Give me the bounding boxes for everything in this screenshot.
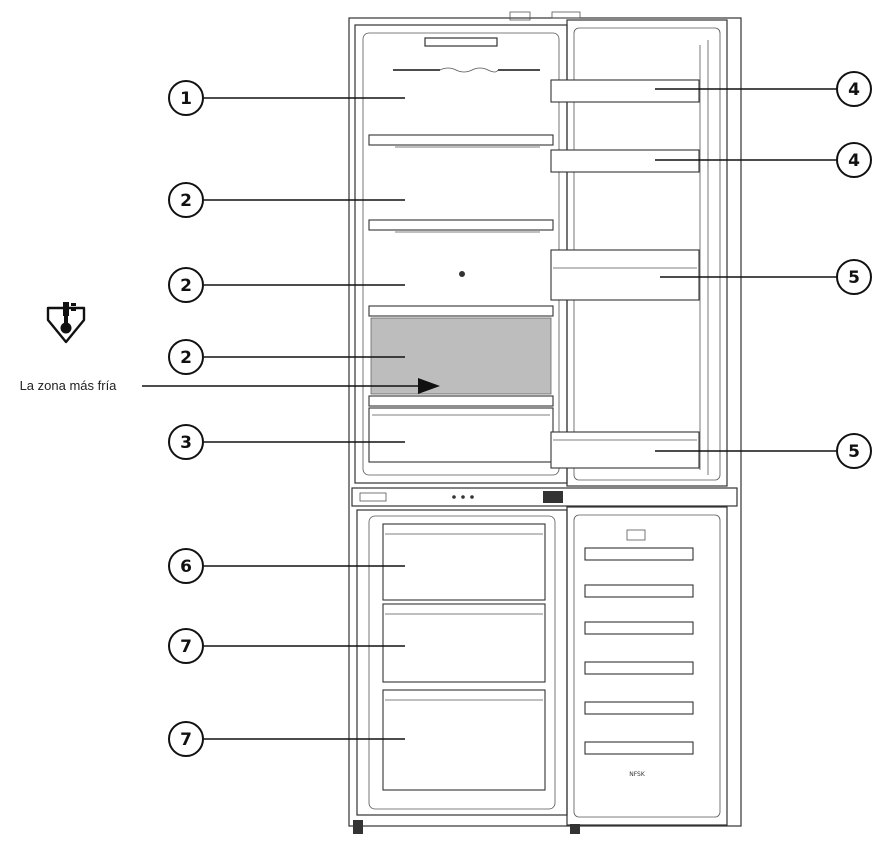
panel-dot xyxy=(470,495,474,499)
air-vent-icon xyxy=(459,271,465,277)
foot-right xyxy=(570,824,580,834)
panel-dot xyxy=(452,495,456,499)
callout-2b-label: 2 xyxy=(180,276,192,296)
freezer-door-rail xyxy=(584,661,694,675)
callout-5a: 5 xyxy=(660,259,872,295)
callout-5b-label: 5 xyxy=(848,442,860,462)
door-bin-5b xyxy=(550,431,700,469)
freezer-door: NFSK xyxy=(566,506,728,826)
light-housing xyxy=(424,37,498,47)
coldest-zone-indicator: La zona más fría xyxy=(20,302,440,394)
coldest-zone-area xyxy=(370,317,552,395)
callout-5b: 5 xyxy=(655,433,872,469)
freezer-drawer-3 xyxy=(382,689,546,791)
callout-7a: 7 xyxy=(168,628,405,664)
callout-2a-label: 2 xyxy=(180,191,192,211)
fridge-shelves xyxy=(368,67,554,463)
fridge-door xyxy=(550,19,728,487)
panel-dot xyxy=(461,495,465,499)
panel-display xyxy=(359,492,387,502)
fridge-shelf-4 xyxy=(368,395,554,407)
freezer-door-rail xyxy=(584,547,694,561)
door-bin-4a xyxy=(550,79,700,103)
shelf-vent-wave xyxy=(439,67,499,73)
callout-1: 1 xyxy=(168,80,405,116)
panel-hinge xyxy=(543,491,563,503)
fridge-shelf-3 xyxy=(368,305,554,317)
freezer-inner-liner xyxy=(368,515,556,810)
door-bin-5a xyxy=(550,249,700,301)
freezer-door-brand: NFSK xyxy=(629,771,646,778)
callout-7a-label: 7 xyxy=(180,637,192,657)
callout-2b: 2 xyxy=(168,267,405,303)
callout-4b-label: 4 xyxy=(848,151,860,171)
top-hinge xyxy=(509,11,531,21)
top-hinge-right xyxy=(551,11,581,19)
freezer-drawer-2 xyxy=(382,603,546,683)
fridge-shelf-1 xyxy=(368,134,554,146)
freezer-drawer-1 xyxy=(382,523,546,601)
callout-5a-label: 5 xyxy=(848,268,860,288)
coldest-zone-arrowhead xyxy=(418,378,440,394)
callout-4a-label: 4 xyxy=(848,80,860,100)
callout-3-label: 3 xyxy=(180,433,192,453)
callout-7b: 7 xyxy=(168,721,405,757)
crisper-drawer xyxy=(368,407,554,463)
callout-4a: 4 xyxy=(655,71,872,107)
cabinet-outline xyxy=(348,17,742,827)
callout-6-label: 6 xyxy=(180,557,192,577)
freezer-drawers xyxy=(382,523,546,791)
callout-2c-label: 2 xyxy=(180,348,192,368)
callout-4b: 4 xyxy=(655,142,872,178)
freezer-door-rail xyxy=(584,621,694,635)
callout-7b-label: 7 xyxy=(180,730,192,750)
left-callouts: 1 2 2 2 3 6 7 xyxy=(168,80,405,757)
freezer-door-outline xyxy=(566,506,728,826)
callout-2c: 2 xyxy=(168,339,405,375)
foot-left xyxy=(353,820,363,834)
callout-6: 6 xyxy=(168,548,405,584)
freezer-door-rail xyxy=(584,741,694,755)
callout-2a: 2 xyxy=(168,182,405,218)
freezer-door-liner xyxy=(573,514,721,818)
door-bin-4b xyxy=(550,149,700,173)
callout-3: 3 xyxy=(168,424,405,460)
control-panel xyxy=(351,487,738,507)
freezer-door-rail xyxy=(584,701,694,715)
fridge-shelf-2 xyxy=(368,219,554,231)
coldest-zone-label: La zona más fría xyxy=(20,378,118,393)
freezer-door-rail xyxy=(584,584,694,598)
callout-1-label: 1 xyxy=(180,89,192,109)
freezer-door-badge xyxy=(626,529,646,541)
coldest-zone-icon xyxy=(46,302,86,344)
right-callouts: 4 4 5 5 xyxy=(655,71,872,469)
